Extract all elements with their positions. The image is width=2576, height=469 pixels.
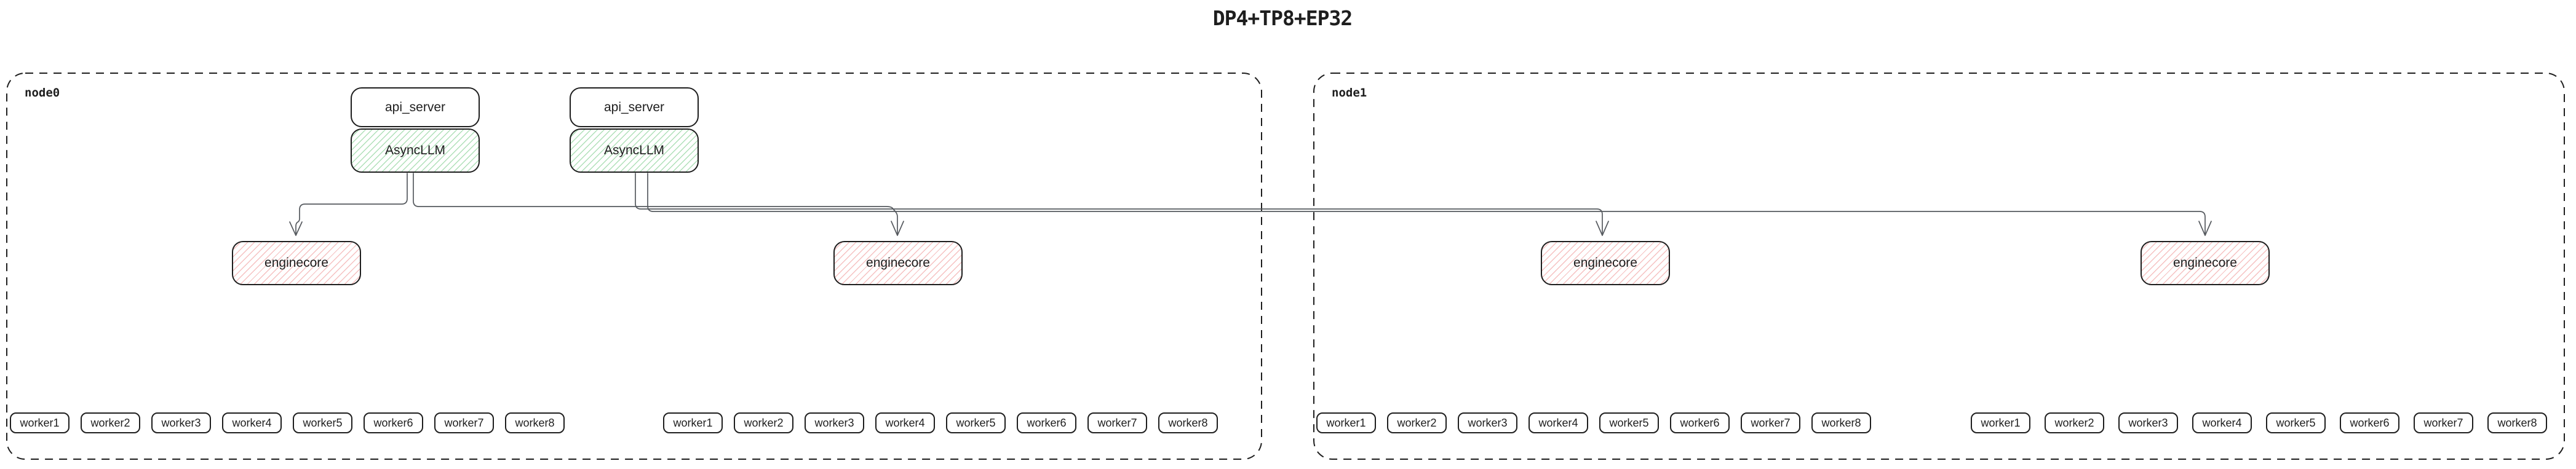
worker-box: worker1 (1316, 412, 1376, 433)
worker-box: worker5 (293, 412, 352, 433)
worker-box: worker3 (151, 412, 211, 433)
node1-container (1313, 73, 2565, 460)
worker-group-node1-b: worker1 worker2 worker3 worker4 worker5 … (1971, 412, 2547, 433)
worker-box: worker4 (222, 412, 282, 433)
worker-box: worker4 (1529, 412, 1588, 433)
worker-group-node1-a: worker1 worker2 worker3 worker4 worker5 … (1316, 412, 1871, 433)
worker-box: worker2 (2045, 412, 2104, 433)
worker-box: worker1 (10, 412, 70, 433)
worker-box: worker8 (2487, 412, 2547, 433)
worker-box: worker6 (1670, 412, 1730, 433)
asyncllm-box-2: AsyncLLM (570, 128, 699, 173)
enginecore-box-4: enginecore (2141, 241, 2270, 285)
arrow-asyncllm1-to-enginecore2 (413, 173, 898, 235)
worker-box: worker5 (1599, 412, 1659, 433)
worker-box: worker6 (364, 412, 423, 433)
worker-box: worker6 (1017, 412, 1076, 433)
api-server-box-1: api_server (351, 87, 480, 127)
worker-box: worker7 (434, 412, 494, 433)
worker-box: worker2 (734, 412, 793, 433)
enginecore-box-2: enginecore (833, 241, 963, 285)
worker-box: worker3 (805, 412, 864, 433)
worker-box: worker3 (1458, 412, 1517, 433)
arrow-asyncllm2-to-enginecore3 (635, 173, 1603, 235)
arrowhead-enginecore4 (2198, 221, 2212, 236)
asyncllm-box-1: AsyncLLM (351, 128, 480, 173)
worker-box: worker2 (1387, 412, 1447, 433)
api-server-box-2: api_server (570, 87, 699, 127)
worker-box: worker7 (2414, 412, 2473, 433)
worker-box: worker8 (1158, 412, 1218, 433)
worker-box: worker7 (1087, 412, 1147, 433)
worker-box: worker3 (2118, 412, 2178, 433)
worker-box: worker1 (663, 412, 723, 433)
worker-box: worker6 (2340, 412, 2399, 433)
server-stack-1: api_server AsyncLLM (351, 87, 480, 173)
server-stack-2: api_server AsyncLLM (570, 87, 699, 173)
worker-box: worker5 (2266, 412, 2326, 433)
enginecore-box-3: enginecore (1541, 241, 1670, 285)
worker-group-node0-b: worker1 worker2 worker3 worker4 worker5 … (663, 412, 1218, 433)
worker-box: worker8 (505, 412, 565, 433)
arrowhead-enginecore3 (1596, 221, 1609, 236)
arrowhead-enginecore2 (891, 221, 904, 236)
arrowhead-enginecore1 (289, 221, 303, 236)
arrow-asyncllm1-to-enginecore1 (295, 173, 408, 235)
worker-box: worker8 (1811, 412, 1871, 433)
node1-label: node1 (1332, 86, 1367, 100)
worker-box: worker5 (946, 412, 1006, 433)
worker-box: worker1 (1971, 412, 2030, 433)
arrow-asyncllm2-to-enginecore4 (647, 173, 2206, 235)
node0-label: node0 (25, 86, 60, 100)
enginecore-box-1: enginecore (232, 241, 361, 285)
diagram-title: DP4+TP8+EP32 (1212, 6, 1353, 30)
worker-box: worker7 (1741, 412, 1800, 433)
worker-box: worker4 (2192, 412, 2252, 433)
worker-box: worker4 (875, 412, 935, 433)
worker-box: worker2 (81, 412, 140, 433)
worker-group-node0-a: worker1 worker2 worker3 worker4 worker5 … (10, 412, 565, 433)
